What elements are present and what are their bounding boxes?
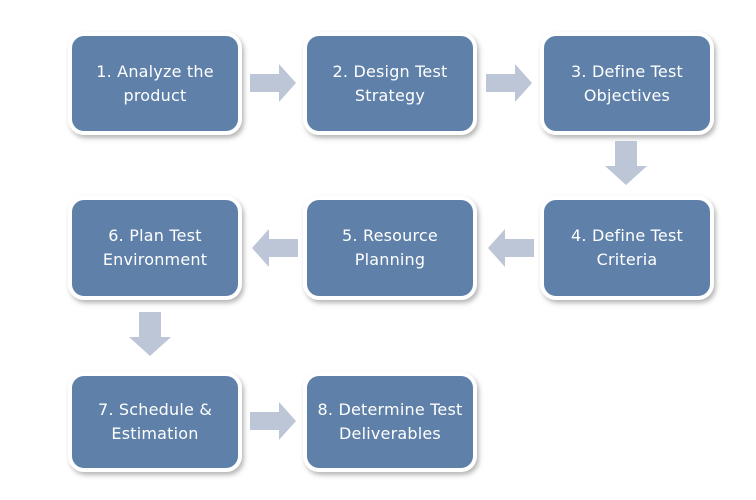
arrow-right-icon	[250, 64, 296, 102]
step-label-3: 3. Define Test Objectives	[571, 61, 683, 105]
step-box-6: 6. Plan Test Environment	[68, 196, 242, 300]
step-box-3: 3. Define Test Objectives	[540, 32, 714, 135]
step-label-4: 4. Define Test Criteria	[571, 226, 683, 269]
step-label-6: 6. Plan Test Environment	[102, 226, 208, 269]
step-label-2: 2. Design Test Strategy	[332, 61, 448, 105]
step-box-7: 7. Schedule & Estimation	[68, 372, 242, 472]
arrow-right-icon	[250, 402, 296, 440]
arrow-left-icon	[252, 229, 298, 267]
step-box-2: 2. Design Test Strategy	[303, 32, 477, 135]
step-label-5: 5. Resource Planning	[342, 226, 438, 269]
arrow-right-icon	[486, 64, 532, 102]
arrow-down-icon	[605, 141, 647, 185]
step-box-5: 5. Resource Planning	[303, 196, 477, 300]
arrow-down-icon	[129, 312, 171, 356]
step-label-1: 1. Analyze the product	[96, 61, 214, 105]
step-box-8: 8. Determine Test Deliverables	[303, 372, 477, 472]
arrow-left-icon	[488, 229, 534, 267]
step-label-7: 7. Schedule & Estimation	[97, 400, 213, 443]
step-label-8: 8. Determine Test Deliverables	[317, 400, 463, 443]
step-box-4: 4. Define Test Criteria	[540, 196, 714, 300]
step-box-1: 1. Analyze the product	[68, 32, 242, 135]
